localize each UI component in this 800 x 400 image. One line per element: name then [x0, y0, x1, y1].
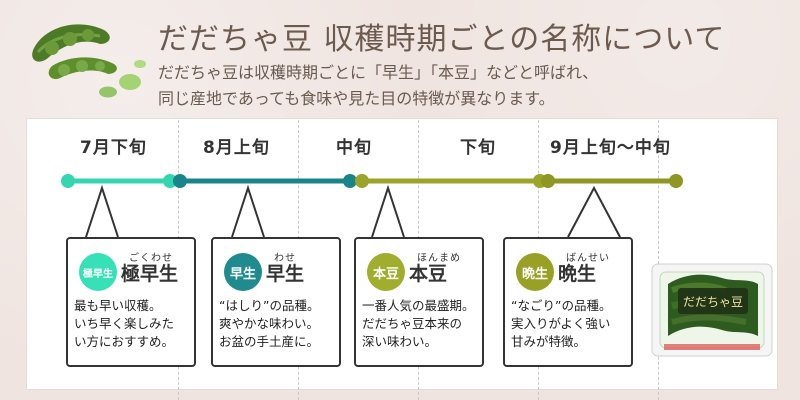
card-gokuwase: 極早生 ごくわせ 極早生 最も早い収穫。 いち早く楽しみた い方におすすめ。 [66, 237, 196, 367]
bansei-ruby: ばんせい [566, 252, 610, 264]
lead-line-2: 同じ産地であっても食味や見た目の特徴が異なります。 [158, 89, 555, 108]
gokuwase-name: 極早生 [121, 262, 179, 285]
timeline-label-early-august: 8月上旬 [203, 138, 270, 158]
honmame-description: 一番人気の最盛期。 だだちゃ豆本来の 深い味わい。 [362, 298, 475, 349]
bansei-description: “なごり”の品種。 実入りがよく強い 甘みが特徴。 [511, 298, 612, 349]
honmame-name: 本豆 [409, 262, 448, 285]
gokuwase-badge: 極早生 [79, 253, 117, 291]
wase-badge: 早生 [224, 253, 262, 291]
hero: だだちゃ豆 収穫時期ごとの名称について だだちゃ豆は収穫時期ごとに「早生」「本豆… [0, 0, 800, 118]
product-label: だだちゃ豆 [683, 295, 743, 309]
wase-ruby: わせ [274, 252, 296, 264]
product-package-image: だだちゃ豆 [651, 263, 773, 357]
timeline-label-early-mid-september: 9月上旬〜中旬 [550, 138, 671, 158]
wase-description: “はしり”の品種。 爽やかな味わい。 お盆の手土産に。 [219, 298, 320, 349]
honmame-ruby: ほんまめ [417, 252, 461, 264]
wase-name: 早生 [266, 262, 305, 285]
timeline-label-mid: 中旬 [336, 138, 372, 158]
timeline-label-late-july: 7月下旬 [80, 138, 147, 158]
card-wase: 早生 わせ 早生 “はしり”の品種。 爽やかな味わい。 お盆の手土産に。 [211, 237, 341, 367]
timeline-track [61, 174, 683, 188]
bansei-name: 晩生 [558, 262, 597, 285]
gokuwase-ruby: ごくわせ [129, 252, 173, 264]
card-honmame: 本豆 ほんまめ 本豆 一番人気の最盛期。 だだちゃ豆本来の 深い味わい。 [354, 237, 484, 367]
lead-text: だだちゃ豆は収穫時期ごとに「早生」「本豆」などと呼ばれ、 同じ産地であっても食味… [158, 60, 598, 112]
gokuwase-description: 最も早い収穫。 いち早く楽しみた い方におすすめ。 [74, 298, 175, 349]
honmame-badge: 本豆 [367, 253, 405, 291]
card-bansei: 晩生 ばんせい 晩生 “なごり”の品種。 実入りがよく強い 甘みが特徴。 [503, 237, 633, 367]
page-title: だだちゃ豆 収穫時期ごとの名称について [158, 22, 726, 57]
timeline-label-late: 下旬 [460, 138, 496, 158]
lead-line-1: だだちゃ豆は収穫時期ごとに「早生」「本豆」などと呼ばれ、 [158, 63, 599, 82]
divider-5 [658, 120, 659, 400]
bansei-badge: 晩生 [516, 253, 554, 291]
edamame-pods-illustration [32, 24, 146, 98]
